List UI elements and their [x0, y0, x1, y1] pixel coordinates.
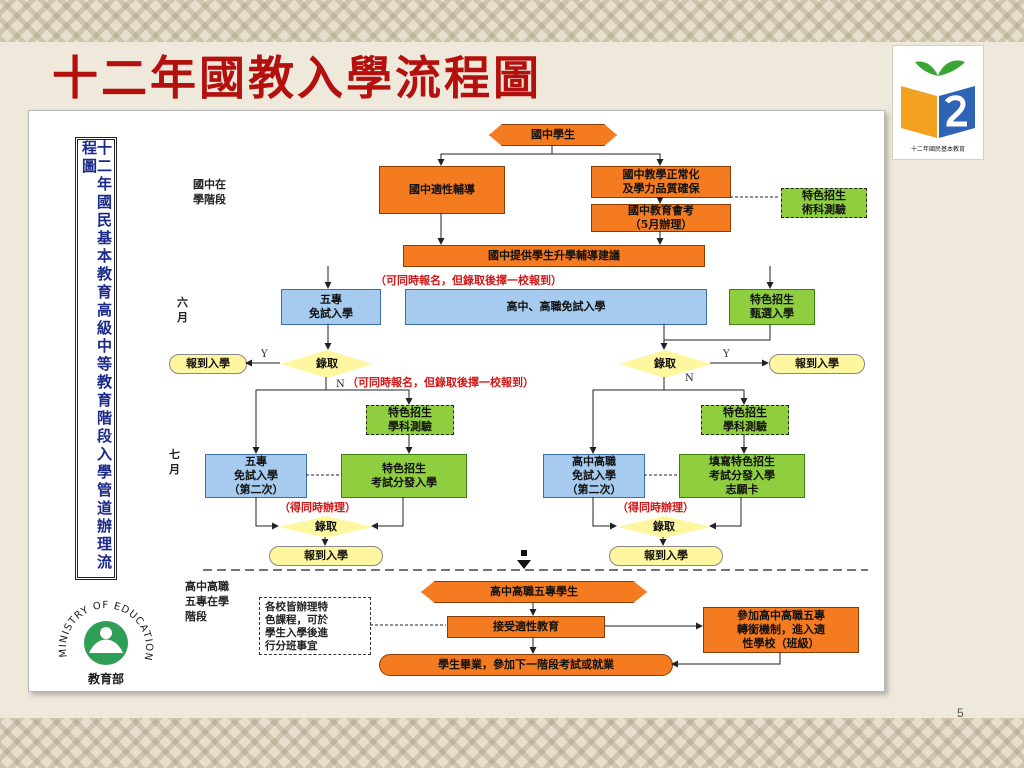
- decorative-top-border: [0, 0, 1024, 42]
- vertical-title-box: 十二年國民基本教育高級中等教育階段入學管道辦理流程圖: [75, 137, 117, 580]
- node-adaptive-education: 接受適性教育: [447, 616, 605, 638]
- node-special-academic-test-left: 特色招生 學科測驗: [366, 405, 454, 435]
- node-five-year-free: 五專 免試入學: [281, 289, 381, 325]
- stage-label-senior: 高中高職 五專在學 階段: [185, 580, 229, 623]
- decorative-bottom-border: [0, 718, 1024, 768]
- note-school-courses: 各校皆辦理特 色課程，可於 學生入學後進 行分班事宜: [259, 597, 371, 655]
- node-special-academic-test-right: 特色招生 學科測驗: [701, 405, 789, 435]
- node-five-year-free-second: 五專 免試入學 （第二次）: [205, 454, 307, 498]
- node-adaptive-guidance: 國中適性輔導: [379, 166, 505, 214]
- node-graduate: 學生畢業，參加下一階段考試或就業: [379, 654, 673, 676]
- node-special-skill-test: 特色招生 術科測驗: [781, 188, 867, 218]
- stage-label-june: 六 月: [177, 296, 188, 324]
- node-guidance-suggestion: 國中提供學生升學輔導建議: [403, 245, 705, 267]
- slide-title: 十二年國教入學流程圖: [52, 51, 542, 105]
- node-senior-student: 高中高職五專學生: [421, 581, 647, 603]
- vertical-title: 十二年國民基本教育高級中等教育階段入學管道辦理流程圖: [80, 140, 113, 572]
- node-admit-bottom-left: 錄取: [279, 516, 373, 538]
- node-report-right: 報到入學: [769, 354, 865, 374]
- note-right-same-time: （得同時辦理）: [617, 501, 694, 514]
- yes-label-left: Y: [261, 349, 268, 360]
- book-sprout-icon: [901, 60, 975, 138]
- ministry-of-education-seal: MINISTRY OF EDUCATION 教育部: [58, 600, 153, 686]
- yes-label-right: Y: [723, 349, 730, 360]
- no-label-right: N: [685, 373, 694, 384]
- node-report-bottom-right: 報到入學: [609, 546, 723, 566]
- page-number: 5: [957, 706, 964, 720]
- note-mid: （可同時報名，但錄取後擇一校報到）: [347, 376, 534, 389]
- node-junior-student: 國中學生: [489, 124, 617, 146]
- seal-label: 教育部: [87, 671, 124, 686]
- flow-connectors: [203, 145, 868, 668]
- node-special-exam-admission: 特色招生 考試分發入學: [341, 454, 467, 498]
- node-fill-preference-card: 填寫特色招生 考試分發入學 志願卡: [679, 454, 805, 498]
- node-transfer-mechanism: 參加高中高職五專 轉銜機制，進入適 性學校（班級）: [703, 607, 859, 653]
- twelve-year-edu-logo: 十二年國民基本教育: [892, 45, 984, 160]
- node-education-exam: 國中教育會考 （5月辦理）: [591, 204, 731, 232]
- node-report-bottom-left: 報到入學: [269, 546, 383, 566]
- no-label-left: N: [336, 379, 345, 390]
- logo-caption: 十二年國民基本教育: [910, 146, 965, 153]
- stage-label-junior: 國中在 學階段: [193, 178, 226, 206]
- node-admit-bottom-right: 錄取: [617, 516, 711, 538]
- stage-label-july: 七 月: [169, 448, 180, 476]
- note-left-same-time: （得同時辦理）: [279, 501, 356, 514]
- node-hs-free-admission: 高中、高職免試入學: [405, 289, 707, 325]
- node-hs-free-second: 高中高職 免試入學 （第二次）: [543, 454, 645, 498]
- note-top: （可同時報名，但錄取後擇一校報到）: [375, 274, 562, 287]
- node-special-selection: 特色招生 甄選入學: [729, 289, 815, 325]
